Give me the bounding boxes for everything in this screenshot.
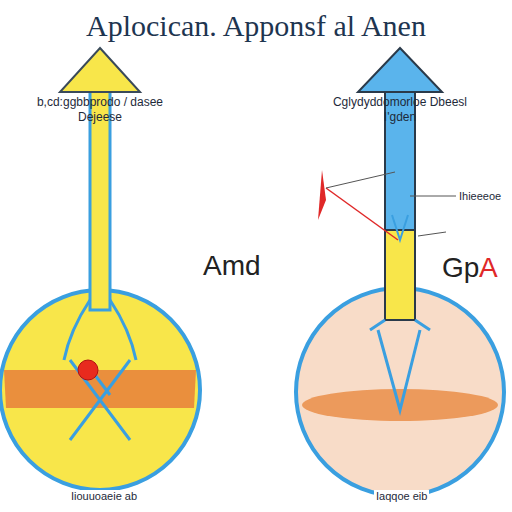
bottom-label: Iiouuoaeie ab xyxy=(69,490,139,502)
subtitle: b,cd:ggbbprodo / dasee Dejeese xyxy=(25,95,175,125)
gene-label-letter: A xyxy=(479,252,498,284)
callout-label: Ihieeeoe xyxy=(457,190,503,202)
red-marker xyxy=(318,170,326,220)
gene-label: Gp xyxy=(442,252,479,284)
subtitle: Cglydyddomorloe Dbeesl I'gden xyxy=(325,95,475,125)
left-arrowhead xyxy=(60,48,140,92)
right-arrowhead xyxy=(358,48,442,92)
red-dot xyxy=(78,360,98,380)
right-shaft-yellow xyxy=(385,230,415,320)
diagram-title: Aplocican. Apponsf al Anen xyxy=(86,9,426,43)
center-label: Amd xyxy=(203,250,261,282)
left-bulb xyxy=(0,290,200,490)
bottom-label: Iaqqoe eib xyxy=(374,490,429,502)
